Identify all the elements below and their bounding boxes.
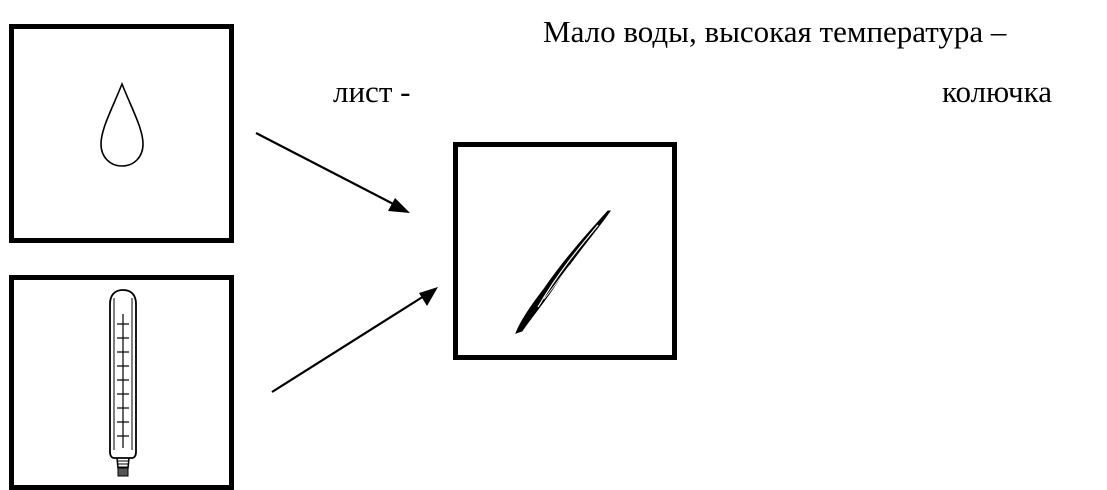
arrow-from-water [255, 132, 404, 210]
spine-box [453, 142, 677, 360]
water-drop-icon [100, 81, 144, 167]
water-box [9, 24, 234, 243]
spine-icon [515, 210, 611, 334]
arrow-from-temperature [271, 290, 433, 393]
caption-spine-label: колючка [942, 74, 1052, 109]
arrow-from-temperature-head [419, 287, 438, 306]
arrow-from-water-head [388, 198, 410, 213]
thermometer-icon [109, 289, 137, 477]
thermometer-box [9, 275, 234, 490]
caption-line-1: Мало воды, высокая температура – [543, 14, 1007, 49]
caption-leaf-label: лист - [333, 74, 411, 109]
